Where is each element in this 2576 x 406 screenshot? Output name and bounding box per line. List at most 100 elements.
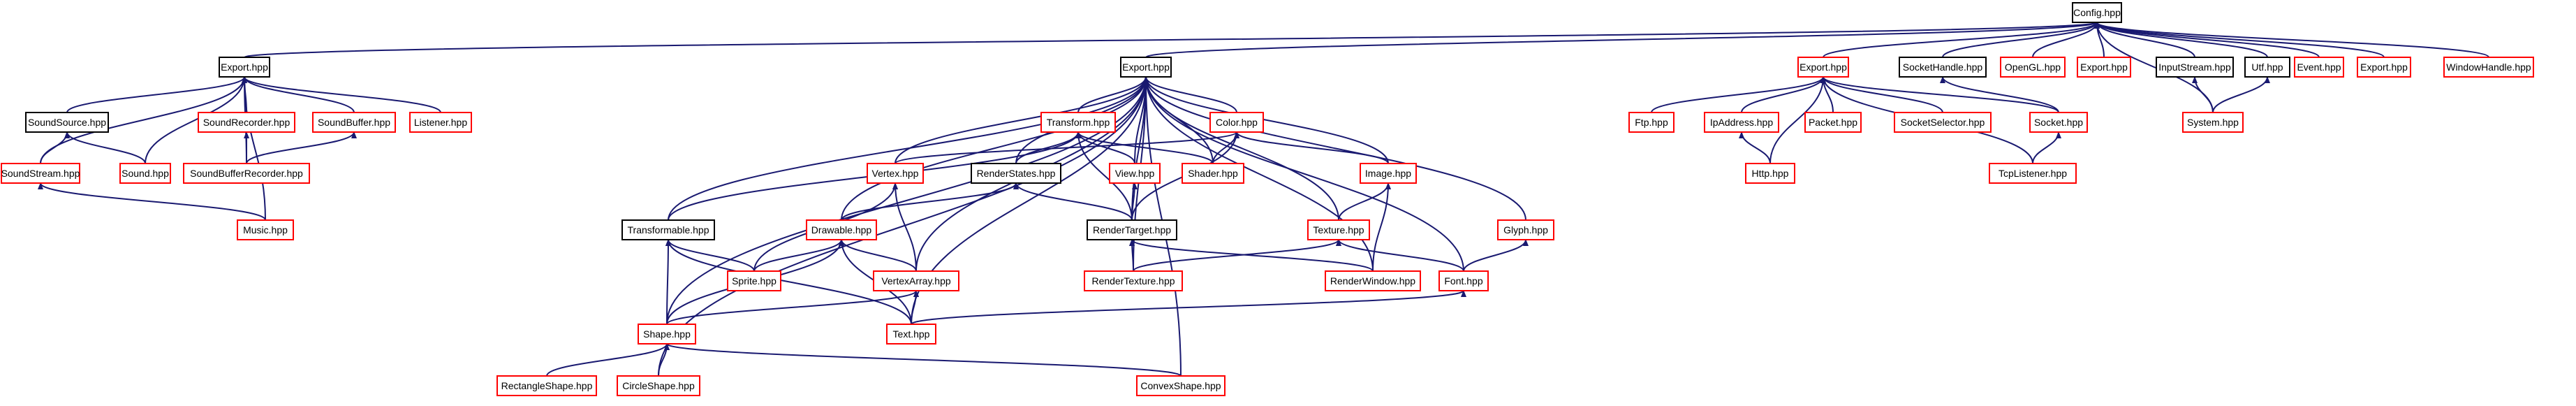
node-ftp[interactable]: Ftp.hpp — [1628, 112, 1675, 133]
node-rectangleshape[interactable]: RectangleShape.hpp — [496, 375, 597, 396]
node-renderwindow[interactable]: RenderWindow.hpp — [1325, 270, 1421, 291]
node-box[interactable] — [2294, 57, 2344, 78]
node-box[interactable] — [1894, 112, 1992, 133]
node-box[interactable] — [312, 112, 396, 133]
node-box[interactable] — [1360, 163, 1417, 184]
node-box[interactable] — [1704, 112, 1779, 133]
node-box[interactable] — [1182, 163, 1244, 184]
node-vertex[interactable]: Vertex.hpp — [867, 163, 924, 184]
node-box[interactable] — [1307, 219, 1370, 240]
node-box[interactable] — [198, 112, 295, 133]
node-socket[interactable]: Socket.hpp — [2029, 112, 2088, 133]
node-rendertexture[interactable]: RenderTexture.hpp — [1084, 270, 1183, 291]
node-box[interactable] — [409, 112, 472, 133]
node-listener[interactable]: Listener.hpp — [409, 112, 472, 133]
node-transformable[interactable]: Transformable.hpp — [621, 219, 715, 240]
node-box[interactable] — [25, 112, 109, 133]
node-box[interactable] — [2072, 2, 2122, 23]
node-box[interactable] — [1120, 57, 1172, 78]
node-exp_graphics[interactable]: Export.hpp — [1120, 57, 1172, 78]
node-exp_network[interactable]: Export.hpp — [1797, 57, 1849, 78]
node-font[interactable]: Font.hpp — [1438, 270, 1489, 291]
node-tcplistener[interactable]: TcpListener.hpp — [1989, 163, 2077, 184]
node-box[interactable] — [2182, 112, 2244, 133]
node-box[interactable] — [2029, 112, 2088, 133]
node-soundbufrec[interactable]: SoundBufferRecorder.hpp — [183, 163, 310, 184]
node-rendertarget[interactable]: RenderTarget.hpp — [1087, 219, 1177, 240]
node-sound[interactable]: Sound.hpp — [119, 163, 171, 184]
node-box[interactable] — [119, 163, 171, 184]
node-box[interactable] — [1899, 57, 1987, 78]
node-box[interactable] — [2156, 57, 2234, 78]
node-ipaddress[interactable]: IpAddress.hpp — [1704, 112, 1779, 133]
node-box[interactable] — [867, 163, 924, 184]
node-box[interactable] — [1497, 219, 1554, 240]
node-box[interactable] — [971, 163, 1061, 184]
node-image[interactable]: Image.hpp — [1360, 163, 1417, 184]
node-color[interactable]: Color.hpp — [1209, 112, 1264, 133]
node-texture[interactable]: Texture.hpp — [1307, 219, 1370, 240]
node-packet[interactable]: Packet.hpp — [1804, 112, 1862, 133]
node-exp_other2[interactable]: Export.hpp — [2357, 57, 2411, 78]
node-opengl[interactable]: OpenGL.hpp — [2000, 57, 2066, 78]
node-box[interactable] — [1209, 112, 1264, 133]
node-soundsource[interactable]: SoundSource.hpp — [25, 112, 109, 133]
node-windowhandle[interactable]: WindowHandle.hpp — [2443, 57, 2534, 78]
node-box[interactable] — [806, 219, 877, 240]
node-soundstream[interactable]: SoundStream.hpp — [1, 163, 80, 184]
node-box[interactable] — [1989, 163, 2077, 184]
node-soundbuffer[interactable]: SoundBuffer.hpp — [312, 112, 396, 133]
node-box[interactable] — [2244, 57, 2290, 78]
node-box[interactable] — [1084, 270, 1183, 291]
node-box[interactable] — [237, 219, 294, 240]
node-music[interactable]: Music.hpp — [237, 219, 294, 240]
node-box[interactable] — [727, 270, 781, 291]
node-inputstream[interactable]: InputStream.hpp — [2156, 57, 2234, 78]
node-system[interactable]: System.hpp — [2182, 112, 2244, 133]
node-box[interactable] — [183, 163, 310, 184]
node-convexshape[interactable]: ConvexShape.hpp — [1136, 375, 1226, 396]
node-box[interactable] — [886, 324, 936, 345]
node-box[interactable] — [1804, 112, 1862, 133]
node-box[interactable] — [1, 163, 80, 184]
node-box[interactable] — [617, 375, 700, 396]
node-box[interactable] — [1109, 163, 1161, 184]
node-soundrecorder[interactable]: SoundRecorder.hpp — [198, 112, 295, 133]
node-view[interactable]: View.hpp — [1109, 163, 1161, 184]
node-utf[interactable]: Utf.hpp — [2244, 57, 2290, 78]
node-box[interactable] — [496, 375, 597, 396]
node-text[interactable]: Text.hpp — [886, 324, 936, 345]
node-socketselector[interactable]: SocketSelector.hpp — [1894, 112, 1992, 133]
node-transform[interactable]: Transform.hpp — [1040, 112, 1116, 133]
node-box[interactable] — [1040, 112, 1116, 133]
node-box[interactable] — [2357, 57, 2411, 78]
node-renderstates[interactable]: RenderStates.hpp — [971, 163, 1061, 184]
node-exp_other1[interactable]: Export.hpp — [2077, 57, 2131, 78]
node-sprite[interactable]: Sprite.hpp — [727, 270, 781, 291]
node-box[interactable] — [621, 219, 715, 240]
node-vertexarray[interactable]: VertexArray.hpp — [873, 270, 959, 291]
node-box[interactable] — [1797, 57, 1849, 78]
node-box[interactable] — [1438, 270, 1489, 291]
node-shader[interactable]: Shader.hpp — [1182, 163, 1244, 184]
node-event[interactable]: Event.hpp — [2294, 57, 2344, 78]
node-box[interactable] — [1325, 270, 1421, 291]
node-sockethandle[interactable]: SocketHandle.hpp — [1899, 57, 1987, 78]
node-circleshape[interactable]: CircleShape.hpp — [617, 375, 700, 396]
node-box[interactable] — [1087, 219, 1177, 240]
node-http[interactable]: Http.hpp — [1745, 163, 1795, 184]
node-box[interactable] — [2443, 57, 2534, 78]
node-exp_audio[interactable]: Export.hpp — [219, 57, 270, 78]
node-box[interactable] — [1745, 163, 1795, 184]
node-config[interactable]: Config.hpp — [2072, 2, 2122, 23]
node-shape[interactable]: Shape.hpp — [638, 324, 696, 345]
node-box[interactable] — [2000, 57, 2066, 78]
node-box[interactable] — [219, 57, 270, 78]
node-box[interactable] — [1136, 375, 1226, 396]
node-drawable[interactable]: Drawable.hpp — [806, 219, 877, 240]
node-glyph[interactable]: Glyph.hpp — [1497, 219, 1554, 240]
node-box[interactable] — [873, 270, 959, 291]
node-box[interactable] — [2077, 57, 2131, 78]
node-box[interactable] — [638, 324, 696, 345]
node-box[interactable] — [1628, 112, 1675, 133]
